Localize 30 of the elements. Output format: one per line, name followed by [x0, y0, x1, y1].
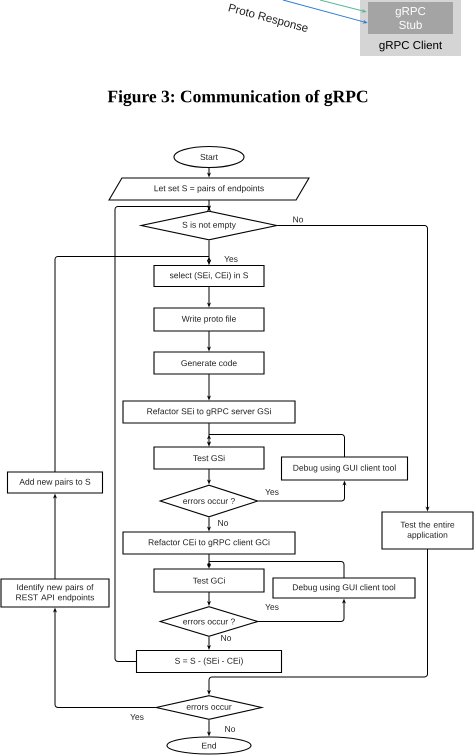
process-box: Test GCi	[153, 568, 265, 593]
process-box: Test the entire application	[381, 511, 474, 550]
edge-label: Yes	[264, 488, 280, 496]
arrow	[206, 434, 345, 457]
process-box: Write proto file	[153, 307, 265, 332]
arrow	[114, 205, 212, 662]
arrow	[54, 256, 212, 472]
edge-label: Yes	[264, 604, 280, 610]
edge-label: No	[292, 216, 304, 223]
process-box: Refactor SEi to gRPC server GSi	[122, 400, 296, 424]
component-box: gRPC Stub	[368, 2, 453, 34]
caption: Figure 3: Communication of gRPC	[108, 90, 368, 106]
process-box: S = S - (SEi - CEi)	[136, 650, 282, 674]
edge-label: No	[220, 634, 232, 642]
process-box: Identify new pairs of REST API endpoints	[0, 578, 110, 608]
process-box: Debug using GUI client tool	[272, 577, 416, 599]
process-box: Add new pairs to S	[6, 471, 104, 494]
terminal-oval: End	[166, 736, 252, 755]
edge-label: Yes	[130, 714, 144, 720]
edge-label: Yes	[224, 256, 238, 262]
input-parallelogram: Let set S = pairs of endpoints	[108, 177, 310, 201]
process-box: Test GSi	[153, 446, 265, 470]
process-box: select (SEi, CEi) in S	[153, 264, 265, 288]
edge-label: No	[224, 726, 236, 732]
process-box: Debug using GUI client tool	[280, 456, 408, 481]
process-box: Refactor CEi to gRPC client GCi	[122, 531, 296, 555]
terminal-oval: Start	[173, 146, 245, 168]
arrow	[206, 560, 344, 578]
edge-label: No	[217, 520, 229, 526]
process-box: Generate code	[153, 351, 265, 375]
